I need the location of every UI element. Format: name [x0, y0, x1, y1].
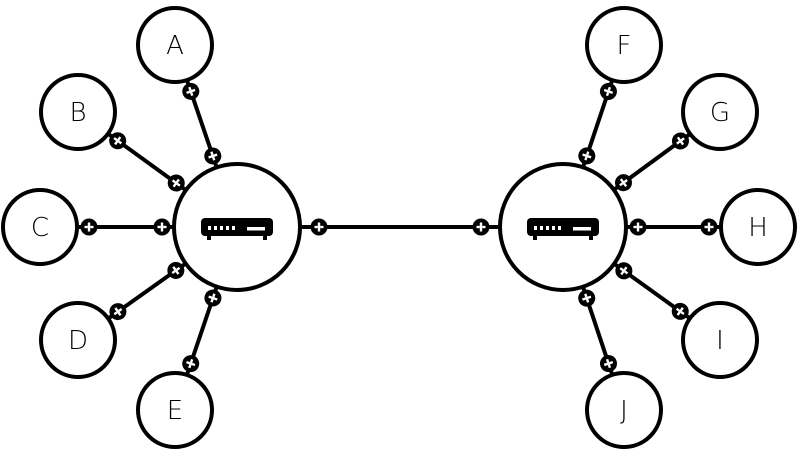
node-j-circle	[585, 371, 663, 449]
node-b-circle	[39, 73, 117, 151]
connector-g-node-icon	[671, 132, 689, 150]
node-i-circle	[681, 301, 759, 379]
connector-a-node-icon	[182, 82, 200, 100]
connector-i-hub-icon	[615, 262, 633, 280]
connector-e-node-icon	[182, 355, 200, 373]
trunk-connector-left-icon	[310, 218, 328, 236]
node-h-circle	[719, 188, 797, 266]
node-d-label: D	[68, 326, 88, 356]
node-f: F	[585, 6, 663, 84]
connector-b-node-icon	[109, 132, 127, 150]
node-g-circle	[681, 73, 759, 151]
connector-e-hub-icon	[204, 289, 222, 307]
connector-a-hub-icon	[204, 147, 222, 165]
connector-h-hub-icon	[629, 218, 647, 236]
connector-f-hub-icon	[578, 147, 596, 165]
node-j-label: J	[620, 396, 628, 426]
node-c: C	[1, 188, 79, 266]
circles-layer: A B C D E F G H I J	[1, 6, 797, 449]
trunk-connector-right-icon	[472, 218, 490, 236]
node-a-label: A	[166, 31, 184, 61]
node-f-label: F	[617, 31, 632, 61]
connector-c-hub-icon	[153, 218, 171, 236]
connector-i-node-icon	[671, 302, 689, 320]
node-h: H	[719, 188, 797, 266]
network-switch-icon	[527, 218, 599, 240]
node-e: E	[136, 371, 214, 449]
right-hub	[498, 162, 628, 292]
node-a: A	[136, 6, 214, 84]
connector-g-hub-icon	[615, 174, 633, 192]
node-d: D	[39, 301, 117, 379]
node-i: I	[681, 301, 759, 379]
connectors-layer	[80, 82, 718, 373]
node-a-circle	[136, 6, 214, 84]
network-switch-icon	[201, 218, 273, 240]
connector-j-node-icon	[600, 355, 618, 373]
connector-h-node-icon	[700, 218, 718, 236]
connector-c-node-icon	[80, 218, 98, 236]
node-c-circle	[1, 188, 79, 266]
left-hub	[172, 162, 302, 292]
node-i-label: I	[716, 326, 724, 356]
node-c-label: C	[31, 213, 49, 243]
connector-j-hub-icon	[578, 289, 596, 307]
node-e-label: E	[167, 396, 183, 426]
node-g: G	[681, 73, 759, 151]
node-b: B	[39, 73, 117, 151]
node-b-label: B	[69, 98, 86, 128]
node-d-circle	[39, 301, 117, 379]
node-g-label: G	[710, 98, 730, 128]
node-h-label: H	[748, 213, 768, 243]
node-j: J	[585, 371, 663, 449]
node-f-circle	[585, 6, 663, 84]
connector-b-hub-icon	[167, 174, 185, 192]
connector-d-node-icon	[109, 303, 127, 321]
connector-d-hub-icon	[167, 261, 185, 279]
connector-f-node-icon	[599, 82, 617, 100]
node-e-circle	[136, 371, 214, 449]
